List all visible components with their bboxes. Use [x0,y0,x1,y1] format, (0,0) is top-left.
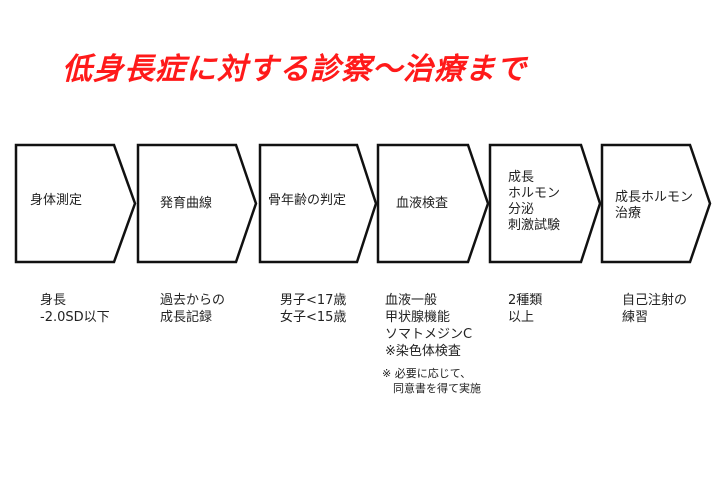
step-note-3: 男子<17歳 女子<15歳 [280,293,347,325]
step-label-2: 発育曲線 [160,196,213,211]
step-note-6: 自己注射の 練習 [622,293,688,325]
footnote: ※ 必要に応じて、 同意書を得て実施 [382,367,481,395]
chevron-step-1 [14,143,137,264]
chevron-step-5 [488,143,602,264]
step-label-5: 成長 ホルモン 分泌 刺激試験 [508,170,561,233]
chevron-step-4 [376,143,490,264]
chevron-step-6 [600,143,712,264]
step-note-4: 血液一般 甲状腺機能 ソマトメジンC ※染色体検査 [385,293,473,359]
step-note-1: 身長 -2.0SD以下 [40,293,110,325]
step-note-2: 過去からの 成長記録 [160,293,226,325]
slide-title: 低身長症に対する診察〜治療まで [62,52,527,87]
chevron-step-3 [258,143,378,264]
step-label-4: 血液検査 [396,196,449,211]
chevron-step-2 [136,143,258,264]
step-label-1: 身体測定 [30,193,83,208]
step-label-6: 成長ホルモン 治療 [615,190,694,221]
step-label-3: 骨年齢の判定 [268,193,347,208]
step-note-5: 2種類 以上 [508,293,543,325]
